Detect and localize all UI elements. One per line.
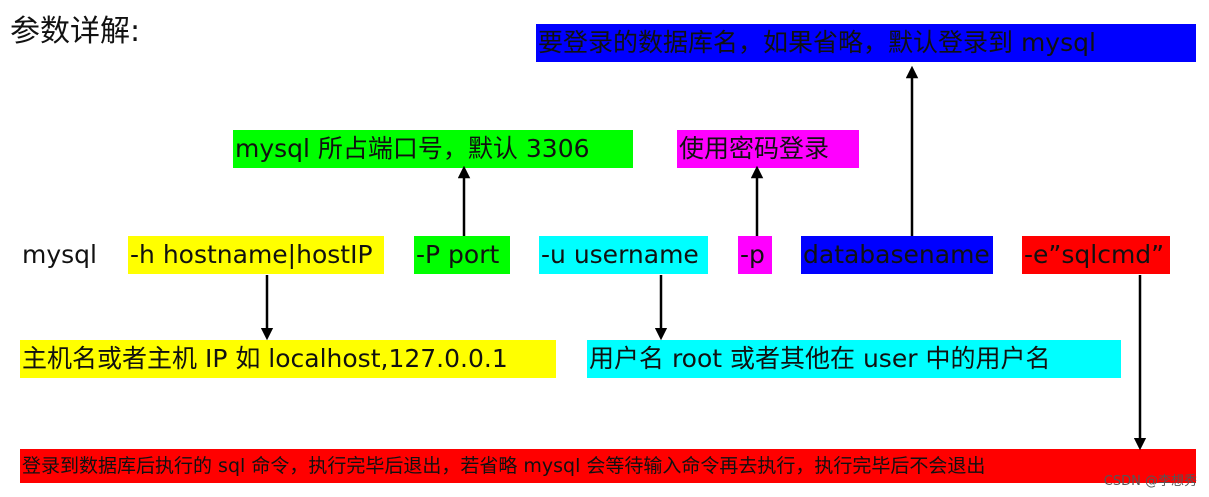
port-option: -P port	[414, 236, 510, 274]
csdn-watermark: CSDN @李想秀	[1103, 474, 1197, 489]
port-description: mysql 所占端口号，默认 3306	[233, 130, 633, 168]
diagram-title: 参数详解:	[10, 14, 141, 49]
command-label: mysql	[22, 240, 97, 269]
password-option: -p	[738, 236, 772, 274]
execute-description: 登录到数据库后执行的 sql 命令，执行完毕后退出，若省略 mysql 会等待输…	[20, 449, 1196, 483]
execute-option: -e”sqlcmd”	[1022, 236, 1170, 274]
host-option: -h hostname|hostIP	[128, 236, 384, 274]
host-description: 主机名或者主机 IP 如 localhost,127.0.0.1	[20, 340, 556, 378]
user-option: -u username	[539, 236, 708, 274]
database-option: databasename	[801, 236, 993, 274]
user-description: 用户名 root 或者其他在 user 中的用户名	[587, 340, 1121, 378]
database-description: 要登录的数据库名，如果省略，默认登录到 mysql	[536, 24, 1196, 62]
password-description: 使用密码登录	[677, 130, 859, 168]
